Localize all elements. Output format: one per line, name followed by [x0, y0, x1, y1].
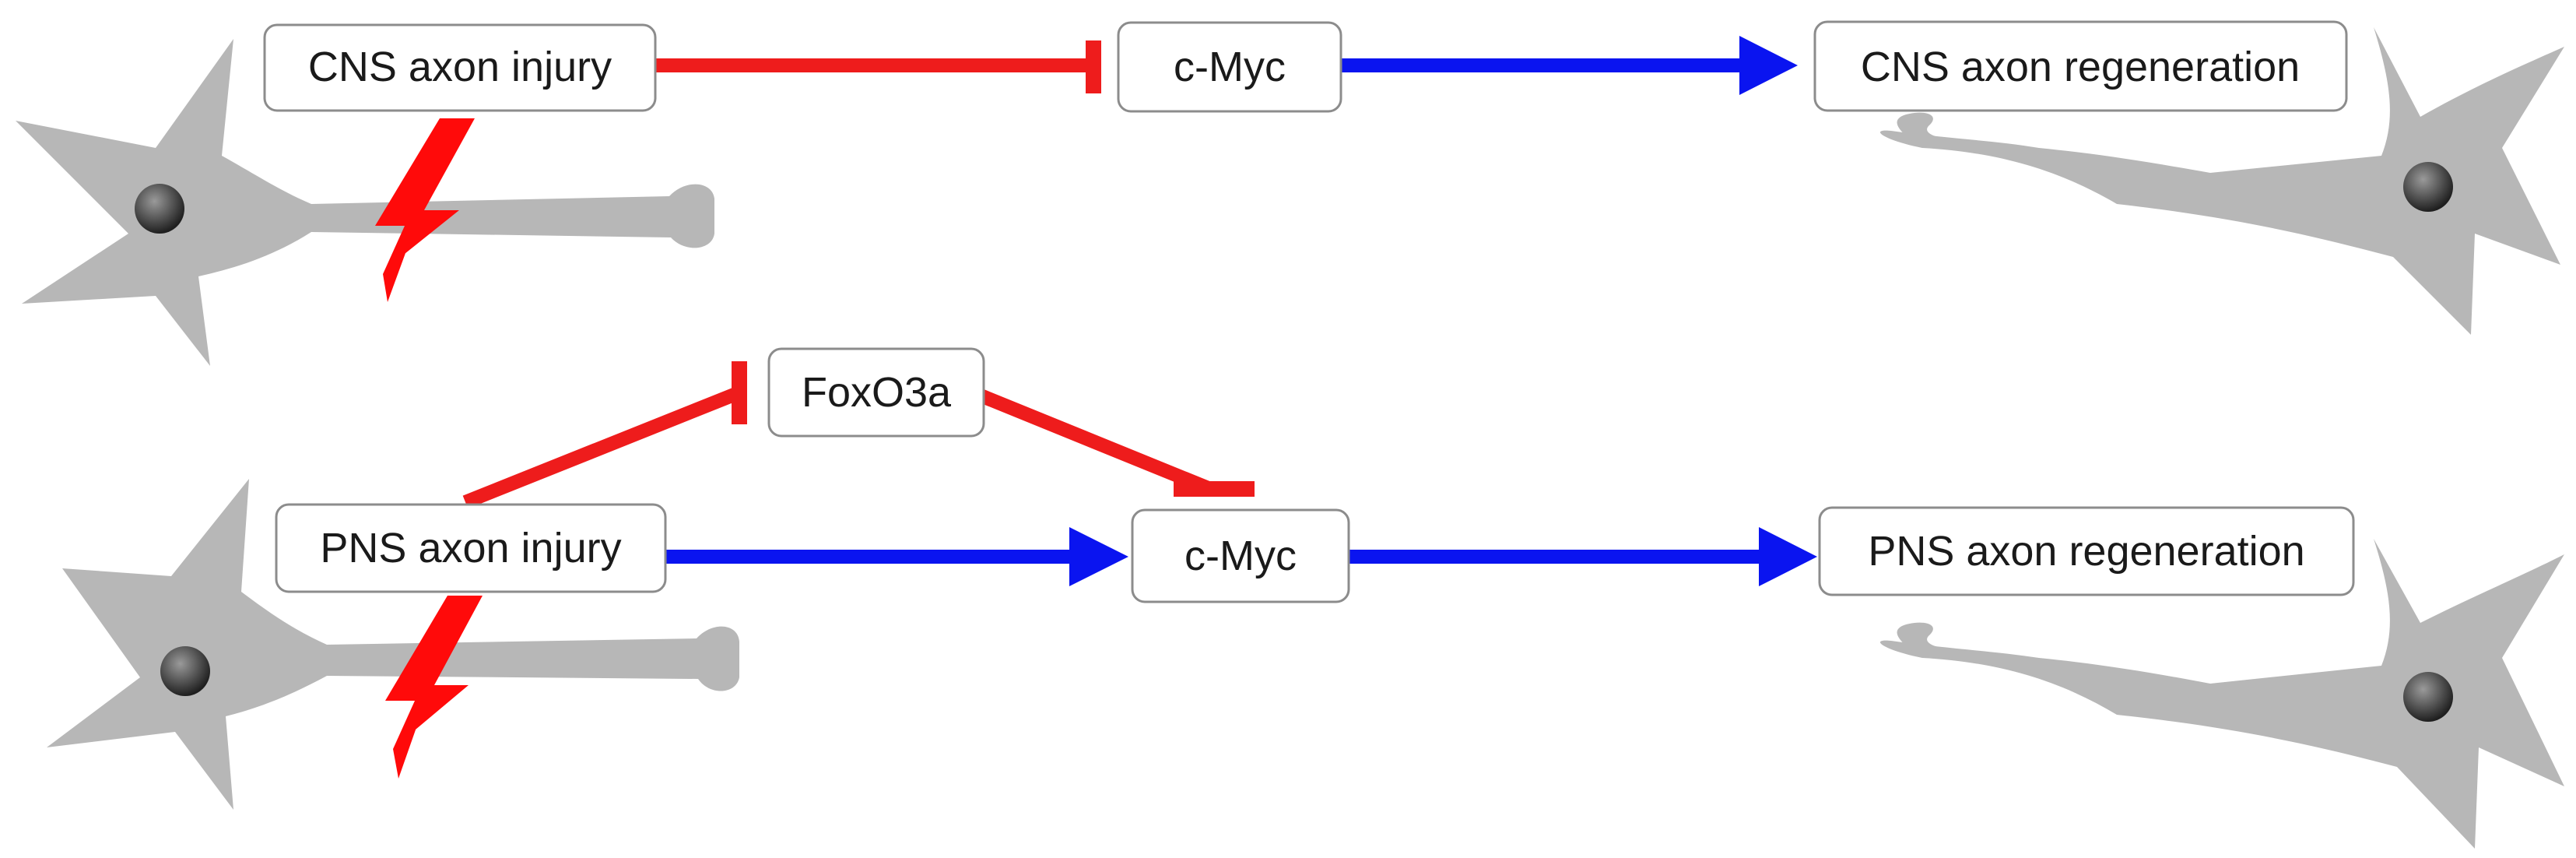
- pns-myc-label: c-Myc: [1184, 533, 1297, 579]
- cns-myc-node: c-Myc: [1117, 21, 1342, 113]
- pns-injury-bolt-icon: [385, 596, 483, 779]
- cns-injured-neuron: [16, 39, 714, 366]
- pns-myc-node: c-Myc: [1131, 508, 1350, 603]
- pns-foxo-inhibits-myc-edge: [977, 389, 1213, 496]
- cns-myc-label: c-Myc: [1174, 44, 1286, 90]
- pns-injury-inhibits-foxo-edge: [462, 386, 741, 509]
- cns-left-nucleus: [135, 184, 184, 234]
- pns-regenerating-neuron: [1879, 539, 2564, 849]
- pns-injury-label: PNS axon injury: [320, 525, 621, 571]
- pns-regeneration-node: PNS axon regeneration: [1818, 506, 2355, 596]
- pns-regeneration-label: PNS axon regeneration: [1868, 528, 2304, 575]
- cns-regeneration-label: CNS axon regeneration: [1861, 44, 2300, 90]
- pns-injury-activation-arrowhead: [1069, 527, 1128, 586]
- cns-regenerating-neuron: [1879, 27, 2564, 335]
- pns-right-nucleus: [2403, 672, 2453, 722]
- cns-injury-label: CNS axon injury: [308, 44, 612, 90]
- pns-foxo-label: FoxO3a: [802, 369, 952, 416]
- pns-left-nucleus: [160, 646, 210, 696]
- pns-injury-node: PNS axon injury: [275, 503, 667, 593]
- pns-regeneration-activation-arrowhead: [1759, 527, 1817, 586]
- cns-injury-bolt-icon: [375, 118, 475, 302]
- cns-injury-node: CNS axon injury: [263, 23, 657, 112]
- cns-regeneration-node: CNS axon regeneration: [1813, 20, 2348, 112]
- pns-injured-neuron: [47, 479, 739, 810]
- cns-right-nucleus: [2403, 162, 2453, 212]
- cns-activation-arrowhead: [1739, 36, 1798, 95]
- pns-foxo-node: FoxO3a: [767, 347, 985, 438]
